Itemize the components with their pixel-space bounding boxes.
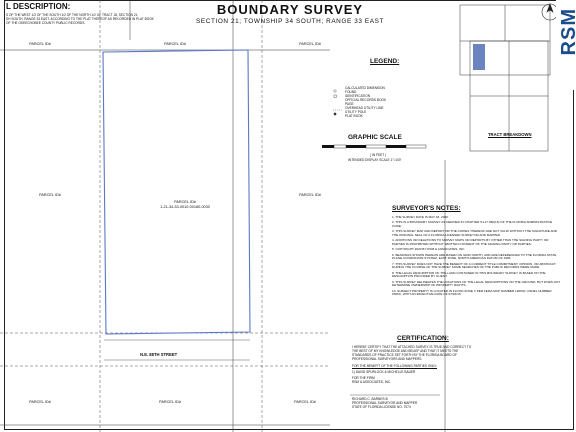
graphic-scale-note: ( IN FEET ) [370, 153, 387, 157]
subject-parcel-boundary [102, 49, 251, 335]
legal-description: S OF THE WEST 1/2 OF THE SOUTH 1/2 OF TH… [6, 13, 166, 25]
surveyors-note: 6. BEARINGS SHOWN HEREON ARE BASED ON GR… [392, 252, 557, 261]
legal-description-heading: L DESCRIPTION: [6, 2, 71, 11]
subject-parcel-caption: PARCEL ID# [174, 200, 196, 204]
legend-item: PAGE [345, 102, 354, 106]
legend-item: OFFICIAL RECORDS BOOK [345, 98, 387, 102]
parcel-label-north-east: PARCEL ID# [299, 42, 321, 46]
surveyors-note: 3. THIS SURVEY MAP AND REPORT OR THE COP… [392, 229, 557, 237]
parcel-label-north-west: PARCEL ID# [29, 42, 51, 46]
parcel-label-north: PARCEL ID# [164, 42, 186, 46]
certification-for: FOR THE BENEFIT OF THE FOLLOWING PARTIES… [352, 363, 438, 368]
page-title: BOUNDARY SURVEY [216, 2, 364, 17]
signer-license: STATE OF FLORIDA LICENSE NO. 7074 [352, 404, 411, 409]
sheet-border [4, 0, 574, 430]
firm-name: RSM & ASSOCIATES, INC. [352, 380, 392, 385]
rsm-logo-text: RSM [558, 8, 576, 56]
surveyors-note: 9. THIS SURVEY DELINEATES THE LOCATIONS … [392, 279, 561, 288]
graphic-scale-bar [322, 144, 427, 149]
surveyors-note: 5. COPYRIGHT 2020 BY RSM & ASSOCIATES, I… [392, 247, 466, 252]
surveyors-note: 2. THIS IS A BOUNDARY SURVEY AS DEFINED … [392, 220, 553, 228]
page-subtitle: SECTION 21; TOWNSHIP 34 SOUTH; RANGE 33 … [196, 18, 384, 25]
tract-breakdown-title: TRACT BREAKDOWN [488, 132, 532, 137]
certification-party: 1) DAVID SPURLOCK & MICHELLE BAUER [352, 369, 416, 374]
legend-item: OVERHEAD UTILITY LINE [345, 106, 384, 110]
legend-item: IDENTIFICATION [345, 94, 371, 98]
certification-text: I HEREBY CERTIFY THAT THE ATTACHED SURVE… [352, 345, 472, 361]
parcel-label-west: PARCEL ID# [39, 193, 61, 197]
certification-block: I HEREBY CERTIFY THAT THE ATTACHED SURVE… [352, 345, 472, 385]
parcel-label-east: PARCEL ID# [299, 193, 321, 197]
signer-name: RICHARD C. BARNES III [352, 397, 389, 401]
legal-description-line: OF THE OKEECHOBEE COUNTY PUBLIC RECORDS. [6, 21, 86, 25]
subject-parcel-label: PARCEL ID# 1-21-34-33-0010-00180-0030 [150, 200, 220, 209]
parcel-label-south-east: PARCEL ID# [294, 400, 316, 404]
tract-hatch [473, 44, 485, 70]
road-label: N.E. 88TH STREET [140, 352, 178, 357]
signature-block: RICHARD C. BARNES III PROFESSIONAL SURVE… [352, 397, 452, 410]
surveyors-note: 1. THE SURVEY DATE IS MAY 18, 2020. [392, 215, 449, 219]
legend-list: CALCULATED DIMENSION FOUND IDENTIFICATIO… [345, 86, 435, 118]
surveyors-note: 7. THIS SURVEY DOES NOT HAVE THE BENEFIT… [392, 261, 557, 270]
surveyors-note: 4. ADDITIONS OR DELETIONS TO SURVEY MAPS… [392, 238, 549, 246]
legal-description-line: S OF THE WEST 1/2 OF THE SOUTH 1/2 OF TH… [6, 13, 139, 17]
legend-heading: LEGEND: [370, 58, 400, 65]
parcel-label-south: PARCEL ID# [159, 400, 181, 404]
legend-item: CALCULATED DIMENSION [345, 86, 385, 90]
graphic-scale-heading: GRAPHIC SCALE [348, 134, 402, 141]
legend-item: PLAT BOOK [345, 114, 363, 118]
subject-parcel-id: 1-21-34-33-0010-00180-0030 [160, 204, 210, 209]
surveyors-notes-list: 1. THE SURVEY DATE IS MAY 18, 2020. 2. T… [392, 215, 562, 297]
firm-label: FOR THE FIRM [352, 376, 375, 381]
legal-description-line: SH SOUTH, RANGE 33 EAST, ACCORDING TO TH… [6, 17, 154, 21]
rsm-logo: RSM [556, 0, 576, 90]
tract-breakdown-inset [459, 4, 551, 152]
legend-item: UTILITY POLE [345, 110, 367, 114]
legend-symbols [333, 89, 343, 116]
graphic-scale-sub: INTENDED DISPLAY SCALE 1"=100' [348, 158, 402, 162]
parcel-label-south-west: PARCEL ID# [29, 400, 51, 404]
certification-heading: CERTIFICATION: [397, 335, 449, 342]
surveyors-notes-heading: SURVEYOR'S NOTES: [392, 205, 461, 212]
surveyors-note: 10. SUBJECT PROPERTY IS LOCATED IN FLOOD… [392, 288, 552, 297]
legend-item: FOUND [345, 90, 357, 94]
surveyors-note: 8. THE LEGAL DESCRIPTION OF THE LAND CON… [392, 270, 546, 279]
signer-title: PROFESSIONAL SURVEYOR AND MAPPER [352, 400, 418, 405]
